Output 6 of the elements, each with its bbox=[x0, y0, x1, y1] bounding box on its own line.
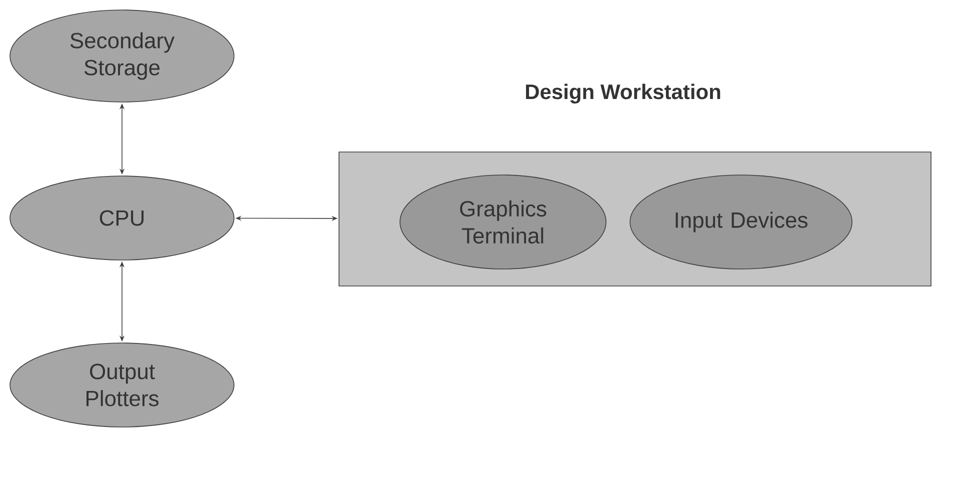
ellipse-node: Input Devices bbox=[630, 174, 852, 270]
ellipse-node: Graphics Terminal bbox=[400, 174, 606, 270]
ellipse-node: Output Plotters bbox=[10, 342, 234, 428]
ellipse-node: Secondary Storage bbox=[10, 10, 234, 102]
ellipse-node: CPU bbox=[10, 176, 234, 260]
box-heading: Design Workstation bbox=[526, 84, 720, 104]
